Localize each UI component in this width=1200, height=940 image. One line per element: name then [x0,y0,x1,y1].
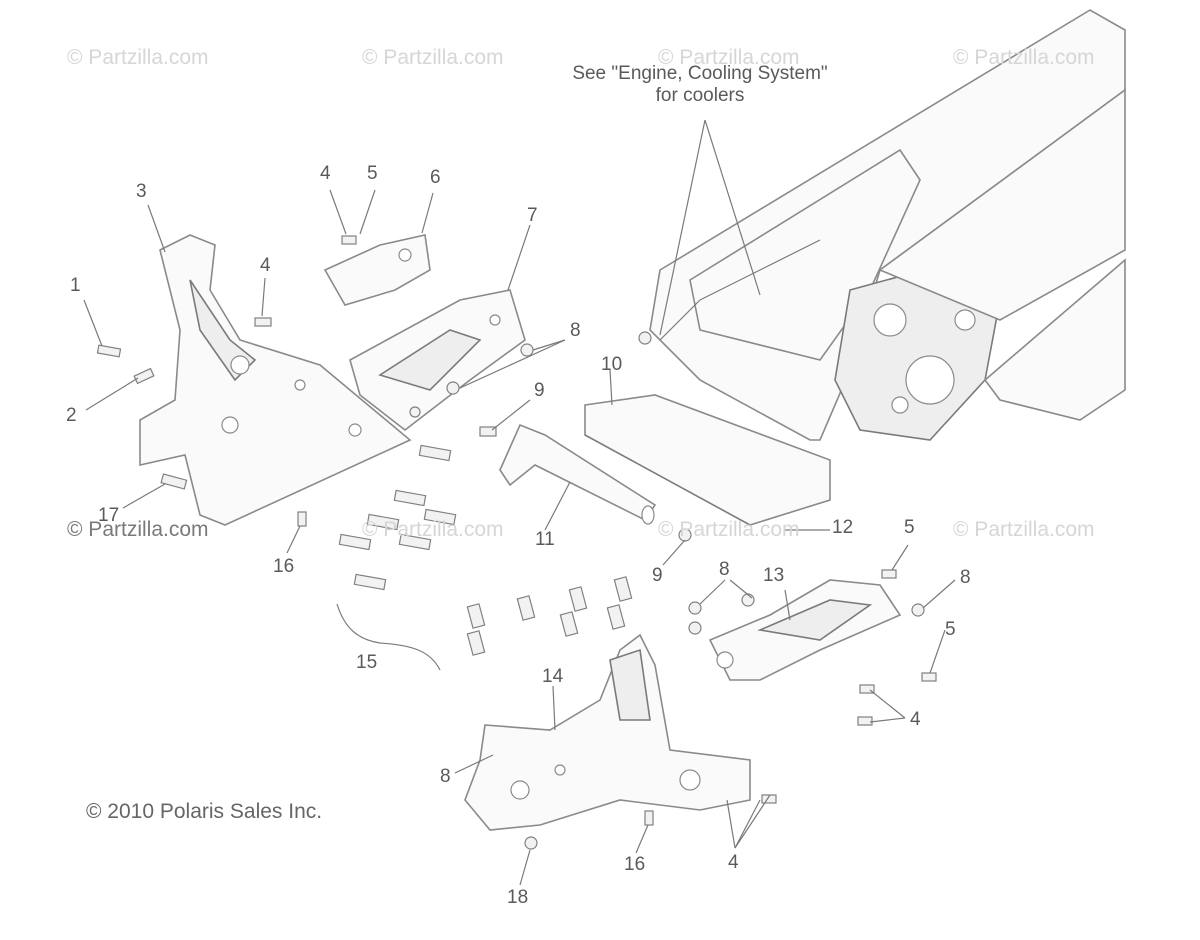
part-13-bracket [708,579,902,681]
part-3-frame [139,234,412,526]
callout-16: 16 [624,854,646,875]
callout-12: 12 [832,517,854,538]
watermark: © Partzilla.com [953,46,1095,69]
callout-17: 17 [98,505,120,526]
callout-9: 9 [534,380,545,401]
callout-4: 4 [910,709,921,730]
cooler-reference-note: See "Engine, Cooling System" for coolers [540,63,860,107]
callout-13: 13 [763,565,785,586]
chassis-tunnel [649,9,1126,441]
callout-4: 4 [260,255,271,276]
note-line-1: See "Engine, Cooling System" [572,63,828,84]
callout-8: 8 [960,567,971,588]
callout-6: 6 [430,167,441,188]
callout-15: 15 [356,652,378,673]
callout-10: 10 [601,354,623,375]
callout-14: 14 [542,666,564,687]
part-11-shaft [499,423,657,525]
callout-7: 7 [527,205,538,226]
callout-5: 5 [904,517,915,538]
callout-4: 4 [728,852,739,873]
part-14-frame [464,633,751,831]
watermark: © Partzilla.com [362,46,504,69]
callout-16: 16 [273,556,295,577]
part-6-bracket [323,234,431,306]
callout-5: 5 [945,619,956,640]
callout-18: 18 [507,887,529,908]
watermark: © Partzilla.com [362,518,504,541]
watermark: © Partzilla.com [658,518,800,541]
watermark: © Partzilla.com [953,518,1095,541]
callout-3: 3 [136,181,147,202]
callout-8: 8 [570,320,581,341]
callout-4: 4 [320,163,331,184]
watermark: © Partzilla.com [67,518,209,541]
watermark: © Partzilla.com [658,46,800,69]
callout-8: 8 [440,766,451,787]
part-7-bracket [349,289,526,432]
callout-8: 8 [719,559,730,580]
callout-2: 2 [66,405,77,426]
leader-lines [83,119,956,886]
watermark: © Partzilla.com [67,46,209,69]
part-10-plate [584,394,831,526]
callout-5: 5 [367,163,378,184]
callout-9: 9 [652,565,663,586]
callout-1: 1 [70,275,81,296]
copyright-notice: © 2010 Polaris Sales Inc. [86,800,323,823]
callout-11: 11 [535,529,555,550]
note-line-2: for coolers [655,85,745,106]
